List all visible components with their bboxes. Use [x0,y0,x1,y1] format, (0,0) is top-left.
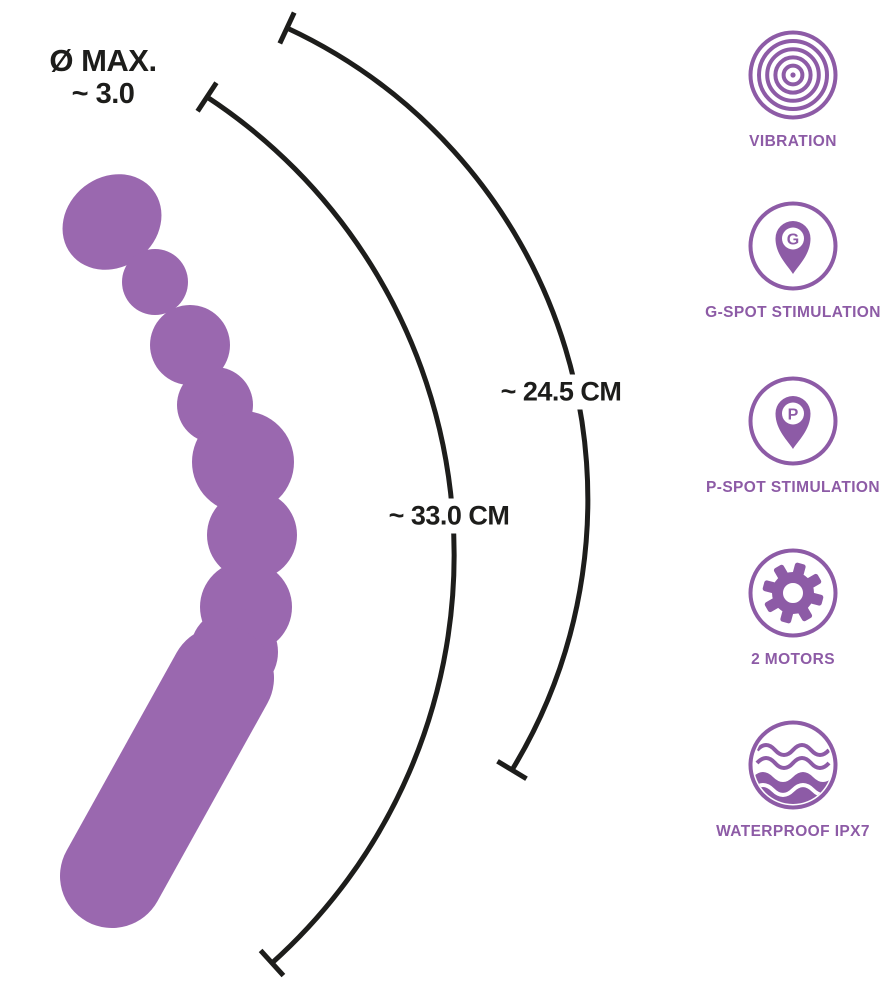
feature-label-p-spot: P-SPOT STIMULATION [706,479,880,496]
inner-arc-length-label: ~ 33.0 CM [380,498,518,534]
feature-label-motors: 2 MOTORS [751,651,835,668]
g-letter: G [787,232,799,249]
p-spot-icon: P [698,376,886,466]
dimension-tick-outer-top [277,11,297,45]
feature-waterproof: WATERPROOF IPX7 [698,720,886,841]
feature-g-spot: G G-SPOT STIMULATION [698,201,886,322]
feature-label-vibration: VIBRATION [749,133,837,150]
dimension-tick-inner-top [195,81,219,113]
feature-p-spot: P P-SPOT STIMULATION [698,376,886,497]
waterproof-icon [698,720,886,810]
feature-label-waterproof: WATERPROOF IPX7 [716,823,870,840]
motors-icon [698,548,886,638]
diameter-label-line2: ~ 3.0 [71,78,135,111]
feature-vibration: VIBRATION [698,30,886,151]
feature-motors: 2 MOTORS [698,548,886,669]
vibration-icon [698,30,886,120]
feature-label-g-spot: G-SPOT STIMULATION [705,304,881,321]
dimension-tick-outer-bottom [496,759,528,781]
outer-arc-length-label: ~ 24.5 CM [492,374,630,410]
product-illustration [60,174,297,928]
diameter-label: Ø MAX. ~ 3.0 [36,44,170,111]
dimension-tick-inner-bottom [258,948,286,978]
diameter-label-line1: Ø MAX. [49,43,157,78]
dimension-arc-outer [285,25,591,772]
g-spot-icon: G [698,201,886,291]
p-letter: P [788,407,799,424]
